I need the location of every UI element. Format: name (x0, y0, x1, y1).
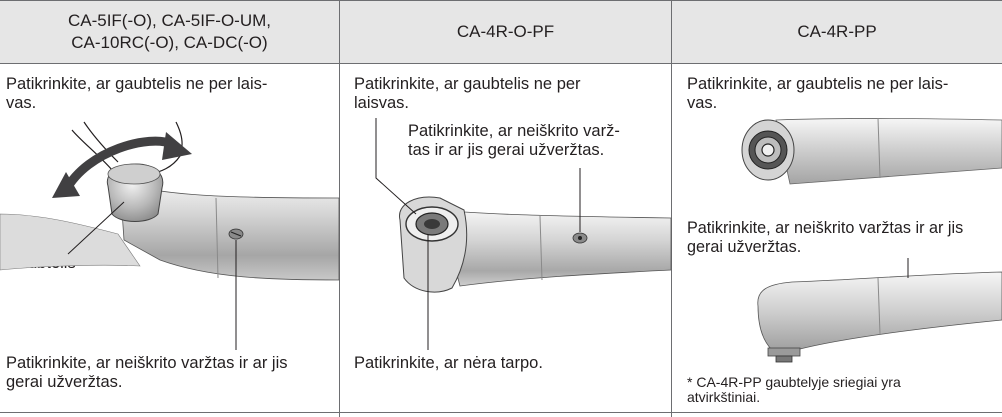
table-bottom-border (0, 412, 1002, 413)
col2-check-gap-text: Patikrinkite, ar nėra tarpo. (354, 354, 543, 372)
column-divider-2 (671, 0, 672, 417)
col3-footnote: * CA-4R-PP gaubtelyje sriegiai yra atvir… (687, 374, 901, 405)
col1-check-screw-text: Patikrinkite, ar neiškrito varžtas ir ar… (6, 354, 288, 391)
header-col-2: CA-4R-O-PF (340, 1, 671, 63)
col2-check-cap-text: Patikrinkite, ar gaubtelis ne per laisva… (354, 75, 581, 112)
col1-handpiece-illustration (0, 121, 340, 350)
table-top-border (0, 0, 1002, 1)
header-col-3: CA-4R-PP (672, 1, 1002, 63)
column-divider-1 (339, 0, 340, 417)
col3-handpiece-side-illustration (757, 258, 1002, 363)
header-col-1: CA-5IF(-O), CA-5IF-O-UM, CA-10RC(-O), CA… (0, 1, 339, 63)
col1-check-cap-text: Patikrinkite, ar gaubtelis ne per lais- … (6, 75, 268, 112)
header-col-2-text: CA-4R-O-PF (456, 22, 555, 41)
header-divider (0, 63, 1002, 64)
header-col-3-text: CA-4R-PP (797, 22, 877, 41)
col3-check-screw-text: Patikrinkite, ar neiškrito varžtas ir ar… (687, 219, 964, 256)
col3-check-cap-text: Patikrinkite, ar gaubtelis ne per lais- … (687, 75, 949, 112)
col2-check-screw-text: Patikrinkite, ar neiškrito varž- tas ir … (408, 122, 620, 159)
header-col-1-text: CA-5IF(-O), CA-5IF-O-UM, CA-10RC(-O), CA… (67, 11, 272, 52)
col3-handpiece-top-illustration (741, 117, 1002, 185)
col2-handpiece-illustration (375, 118, 672, 350)
